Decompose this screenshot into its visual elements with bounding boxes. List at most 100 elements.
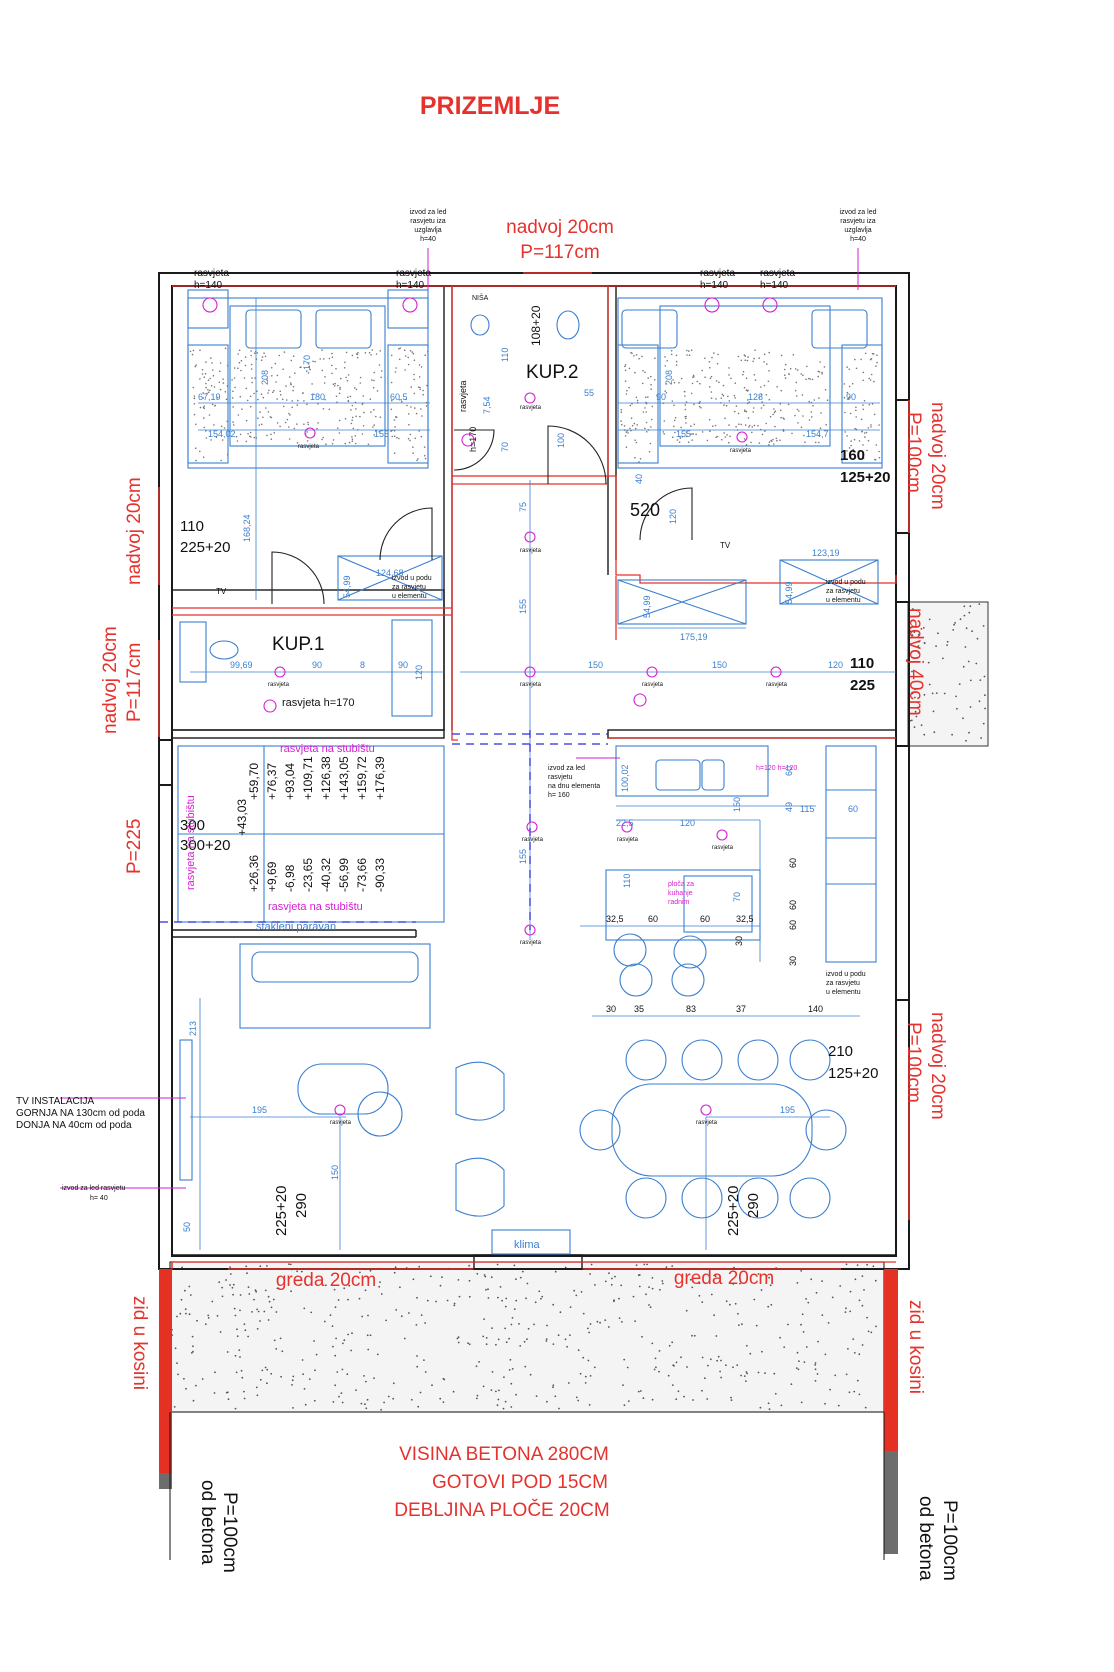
right-nadvoj-lower: nadvoj 20cm bbox=[927, 1012, 948, 1120]
svg-text:radnim: radnim bbox=[668, 899, 690, 906]
svg-text:90: 90 bbox=[656, 392, 666, 402]
column-left-base bbox=[159, 1473, 172, 1489]
svg-text:150: 150 bbox=[732, 797, 742, 812]
svg-text:32,5: 32,5 bbox=[606, 914, 624, 924]
stair-height-label: +159,72 bbox=[355, 756, 369, 800]
greda-right: greda 20cm bbox=[674, 1268, 774, 1289]
svg-text:rasvjetu: rasvjetu bbox=[548, 774, 573, 781]
stair-height-label: -56,99 bbox=[337, 858, 351, 892]
svg-text:90: 90 bbox=[398, 660, 408, 670]
svg-text:60: 60 bbox=[788, 920, 798, 930]
svg-text:60: 60 bbox=[848, 804, 858, 814]
svg-text:180: 180 bbox=[310, 392, 325, 402]
svg-text:u elementu: u elementu bbox=[392, 593, 427, 600]
svg-text:h= 40: h= 40 bbox=[90, 1195, 108, 1202]
furniture bbox=[177, 289, 883, 1255]
svg-text:120: 120 bbox=[668, 509, 678, 524]
rasvjeta-hall-6: rasvjeta bbox=[520, 940, 542, 946]
interior-walls-red bbox=[172, 285, 897, 1263]
zid-right: zid u kosini bbox=[905, 1300, 926, 1394]
svg-text:140: 140 bbox=[808, 1004, 823, 1014]
svg-text:izvod u podu: izvod u podu bbox=[826, 579, 866, 586]
svg-text:u elementu: u elementu bbox=[826, 597, 861, 604]
svg-text:100: 100 bbox=[556, 433, 566, 448]
stair-height-label: +59,70 bbox=[247, 763, 261, 800]
svg-text:37: 37 bbox=[736, 1004, 746, 1014]
svg-text:128: 128 bbox=[748, 392, 763, 402]
stair-height-label: +93,04 bbox=[283, 763, 297, 800]
svg-text:uzglavlja: uzglavlja bbox=[414, 227, 441, 234]
klima-label: klima bbox=[514, 1239, 541, 1251]
stakleni-label: stakleni paravan bbox=[256, 921, 336, 933]
rasvjeta-kitchen-1: rasvjeta bbox=[522, 837, 544, 843]
dimension-text: 67,19 180 60,5 154,02 155 208 170 168,24… bbox=[182, 305, 858, 1232]
terrace-area bbox=[169, 1261, 885, 1413]
rasvjeta-living: rasvjeta bbox=[330, 1120, 352, 1126]
svg-text:208: 208 bbox=[664, 370, 674, 385]
svg-text:150: 150 bbox=[588, 660, 603, 670]
svg-text:izvod u podu: izvod u podu bbox=[392, 575, 432, 582]
stairs-a: 300 bbox=[180, 817, 205, 834]
light-points bbox=[202, 297, 782, 1116]
rasvjeta-top-4: rasvjeta bbox=[760, 268, 795, 279]
note-debljina: DEBLJINA PLOČE 20CM bbox=[394, 1499, 609, 1521]
cooktop-note: ploča za kuhanje radnim bbox=[668, 881, 694, 906]
rasvjeta-kup2-bath: rasvjeta bbox=[458, 380, 468, 412]
right-nadvoj-upper: nadvoj 20cm bbox=[927, 402, 948, 510]
svg-text:GORNJA NA 130cm od poda: GORNJA NA 130cm od poda bbox=[16, 1108, 145, 1119]
svg-text:TV INSTALACIJA: TV INSTALACIJA bbox=[16, 1096, 94, 1107]
note-gotovi: GOTOVI POD 15CM bbox=[432, 1472, 608, 1493]
rasvjeta-top-3: rasvjeta bbox=[700, 268, 735, 279]
greda-left: greda 20cm bbox=[276, 1270, 376, 1291]
rasvjeta-bed-left: rasvjeta bbox=[298, 444, 320, 450]
h140-3: h=140 bbox=[700, 280, 729, 291]
svg-text:60,5: 60,5 bbox=[390, 392, 408, 402]
svg-text:100,02: 100,02 bbox=[620, 764, 630, 792]
svg-text:120: 120 bbox=[828, 660, 843, 670]
right-p100-lower: P=100cm bbox=[903, 1022, 924, 1103]
hall-right-a: 110 bbox=[850, 655, 874, 672]
svg-text:30: 30 bbox=[734, 936, 744, 946]
svg-text:60: 60 bbox=[648, 914, 658, 924]
svg-text:izvod u podu: izvod u podu bbox=[826, 971, 866, 978]
rasvjeta-kitchen-3: rasvjeta bbox=[712, 845, 734, 851]
svg-text:50: 50 bbox=[182, 1222, 192, 1232]
left-nadvoj-lower: nadvoj 20cm bbox=[100, 626, 121, 734]
stair-height-label: +109,71 bbox=[301, 756, 315, 800]
svg-text:154,02: 154,02 bbox=[208, 429, 236, 439]
svg-text:30: 30 bbox=[606, 1004, 616, 1014]
svg-text:208: 208 bbox=[260, 370, 270, 385]
svg-text:DONJA NA 40cm od poda: DONJA NA 40cm od poda bbox=[16, 1120, 132, 1131]
rasvjeta-hall-4: rasvjeta bbox=[642, 682, 664, 688]
svg-text:175,19: 175,19 bbox=[680, 632, 708, 642]
interior-walls bbox=[171, 286, 897, 1270]
rasvjeta-top-1: rasvjeta bbox=[194, 268, 229, 279]
svg-text:110: 110 bbox=[500, 348, 510, 362]
izvod-pod-left: izvod u podu za rasvjetu u elementu bbox=[392, 575, 432, 600]
rasvjeta-hall-2: rasvjeta bbox=[520, 682, 542, 688]
izvod-led-dno: izvod za led rasvjetu na dnu elementa h=… bbox=[548, 765, 600, 799]
right-bottom-p: P=100cm bbox=[939, 1500, 960, 1581]
rasvjeta-dining: rasvjeta bbox=[696, 1120, 718, 1126]
stair-height-label: -73,66 bbox=[355, 858, 369, 892]
rasvjeta-170-kup1: rasvjeta h=170 bbox=[282, 697, 354, 709]
svg-text:na dnu elementa: na dnu elementa bbox=[548, 783, 600, 790]
rasvjeta-bed-right: rasvjeta bbox=[730, 448, 752, 454]
stairs-b: 300+20 bbox=[180, 837, 230, 854]
hall-520: 520 bbox=[630, 500, 660, 520]
svg-text:150: 150 bbox=[330, 1165, 340, 1180]
svg-text:32,5: 32,5 bbox=[736, 914, 754, 924]
led-note-top-right: izvod za led rasvjetu iza uzglavlja h=40 bbox=[840, 209, 877, 243]
h140-4: h=140 bbox=[760, 280, 789, 291]
svg-text:uzglavlja: uzglavlja bbox=[844, 227, 871, 234]
svg-text:35: 35 bbox=[634, 1004, 644, 1014]
svg-text:120: 120 bbox=[414, 665, 424, 680]
stubiste-bottom-label: rasvjeta na stubištu bbox=[268, 901, 363, 913]
svg-text:55: 55 bbox=[584, 388, 594, 398]
stair-height-label: -23,65 bbox=[301, 858, 315, 892]
svg-text:67,19: 67,19 bbox=[198, 392, 221, 402]
izvod-pod-kitchen: izvod u podu za rasvjetu u elementu bbox=[826, 971, 866, 996]
stair-mid-height: +43,03 bbox=[235, 799, 249, 836]
hall-right-b: 225 bbox=[850, 677, 875, 694]
h140-1: h=140 bbox=[194, 280, 223, 291]
